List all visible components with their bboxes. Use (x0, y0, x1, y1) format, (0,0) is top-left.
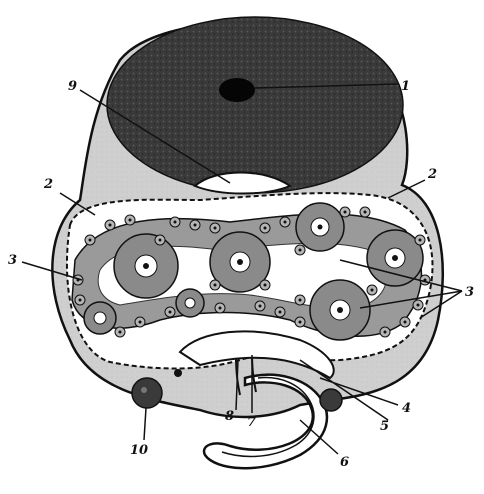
follicle-cell-nucleus (159, 239, 162, 242)
follicle-cell-nucleus (139, 321, 142, 324)
label-7: 7 (247, 415, 256, 430)
follicle-cell-nucleus (169, 311, 172, 314)
label-4: 4 (402, 401, 411, 416)
follicle-cell-nucleus (119, 331, 122, 334)
oocyte-nucleolus (318, 225, 323, 230)
structure-10-dot (141, 387, 147, 393)
follicle-cell-nucleus (364, 211, 367, 214)
label-8: 8 (225, 409, 234, 424)
follicle-cell-nucleus (214, 227, 217, 230)
follicle-cell-nucleus (384, 331, 387, 334)
follicle-cell-nucleus (417, 304, 420, 307)
label-3-right: 3 (465, 285, 474, 300)
structure-10-body (132, 378, 162, 408)
follicle-cell-nucleus (419, 239, 422, 242)
oocyte-nucleolus (392, 255, 398, 261)
label-10: 10 (130, 443, 148, 458)
follicle-cell-nucleus (299, 321, 302, 324)
follicle-cell-nucleus (89, 239, 92, 242)
follicle-cell-nucleus (279, 311, 282, 314)
label-9: 9 (68, 79, 77, 94)
follicle-cell-nucleus (299, 299, 302, 302)
label-1: 1 (401, 79, 410, 94)
follicle-cell-nucleus (284, 221, 287, 224)
oocyte-nucleolus (237, 259, 243, 265)
label-2-left: 2 (43, 177, 53, 192)
label-3-left: 3 (8, 253, 17, 268)
follicle-cell-nucleus (264, 284, 267, 287)
follicle-cell-nucleus (109, 224, 112, 227)
follicle-cell-nucleus (129, 219, 132, 222)
follicle-cell-nucleus (174, 221, 177, 224)
yolk-nucleus (219, 78, 255, 102)
follicle-cell-nucleus (371, 289, 374, 292)
follicle-cell-nucleus (219, 307, 222, 310)
follicle-cell-nucleus (194, 224, 197, 227)
oocyte-nucleolus (337, 307, 343, 313)
oocyte-nucleolus (143, 263, 149, 269)
follicle-cell-nucleus (299, 249, 302, 252)
structure-small-dot (174, 369, 182, 377)
follicle-cell-nucleus (79, 299, 82, 302)
leader-10 (144, 408, 146, 440)
follicle-cell-nucleus (344, 211, 347, 214)
oocyte-nucleus (94, 312, 106, 324)
yolk-mass (107, 17, 403, 193)
label-2-right: 2 (427, 167, 437, 182)
follicle-cell-nucleus (404, 321, 407, 324)
oocyte-nucleus (185, 298, 195, 308)
structure-4-body (320, 389, 342, 411)
follicle-cell-nucleus (264, 227, 267, 230)
follicle-cell-nucleus (259, 305, 262, 308)
follicle-cell-nucleus (214, 284, 217, 287)
label-6: 6 (340, 455, 349, 470)
label-5: 5 (380, 419, 389, 434)
